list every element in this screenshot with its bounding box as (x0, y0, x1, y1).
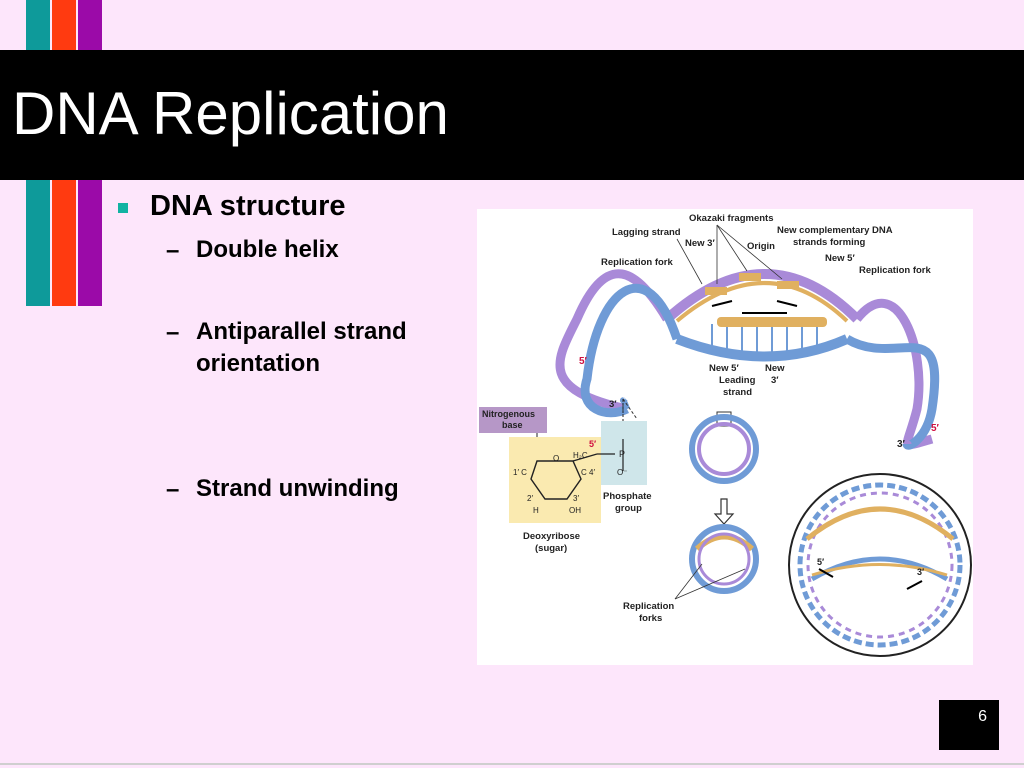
label-new3-top: New 3′ (685, 238, 715, 249)
outer-helix-ring-2 (806, 491, 954, 639)
sub-bullet-strand-unwinding: Strand unwinding (196, 475, 399, 502)
label-replication-fork-right: Replication fork (859, 265, 932, 276)
label-deoxyribose-2: (sugar) (535, 543, 567, 554)
okazaki-fragment-3 (777, 281, 799, 289)
decor-stripe-red-bottom (52, 180, 76, 306)
label-okazaki: Okazaki fragments (689, 213, 773, 224)
down-arrow-icon (713, 498, 735, 525)
label-5prime-right: 5′ (931, 423, 940, 434)
dna-replication-figure: Okazaki fragments Lagging strand New 3′ … (477, 209, 973, 665)
okazaki-fragment-1 (705, 287, 727, 295)
label-3prime-right: 3′ (897, 439, 906, 450)
dash-1: – (166, 237, 180, 264)
arrow-left (711, 300, 733, 307)
bottom-divider (0, 763, 1024, 765)
label-c1: 1′ C (513, 468, 527, 477)
label-new5-top: New 5′ (825, 253, 855, 264)
label-3prime-top: 3′ (609, 399, 617, 410)
label-leading-2: strand (723, 387, 752, 398)
label-lagging: Lagging strand (612, 227, 681, 238)
inner-helix-top (805, 506, 955, 541)
label-o-ring: O (553, 454, 559, 463)
label-replication-fork-left: Replication fork (601, 257, 674, 268)
bubble-top-strand (663, 269, 861, 323)
label-p: P (619, 449, 625, 459)
sugar-box (509, 437, 601, 523)
label-h: H (533, 506, 539, 515)
plasmid-circle-bottom (689, 524, 759, 594)
bullet-dna-structure: DNA structure (150, 190, 346, 222)
outer-helix-ring (797, 482, 963, 648)
label-o-minus: O⁻ (617, 468, 627, 477)
label-deoxyribose-1: Deoxyribose (523, 531, 580, 542)
plasmid-circle-top-inner (697, 422, 751, 476)
label-origin: Origin (747, 241, 775, 252)
label-h2c: H₂C (573, 451, 588, 460)
label-oh: OH (569, 506, 581, 515)
label-new-complementary-2: strands forming (793, 237, 866, 248)
label-leading-1: Leading (719, 375, 756, 386)
okazaki-fragment-2 (739, 273, 761, 281)
phosphate-box (601, 421, 647, 485)
right-helix-strand-a (853, 298, 934, 449)
nitrogenous-base-label-box (479, 407, 547, 433)
label-new3-mid-2: 3′ (771, 375, 779, 386)
bubble-top-strand-inner (675, 281, 849, 323)
sub-bullet-antiparallel-line2: orientation (196, 350, 320, 377)
bullet-square-icon (118, 203, 128, 213)
plasmid-circle-top (689, 414, 759, 484)
label-phosphate-2: group (615, 503, 642, 514)
sub-bullet-antiparallel-line1: Antiparallel strand (196, 318, 407, 345)
title-bar (0, 50, 1024, 180)
label-c4: C 4′ (581, 468, 595, 477)
decor-stripe-teal-bottom (26, 180, 50, 306)
arrow-right (776, 300, 798, 307)
dna-replication-diagram: Okazaki fragments Lagging strand New 3′ … (479, 213, 972, 657)
left-helix-strand-b (580, 283, 682, 418)
label-new3-mid-1: New (765, 363, 785, 374)
leading-strand-bar (717, 317, 827, 327)
bubble-bottom-strand (675, 334, 850, 362)
dash-3: – (166, 476, 180, 503)
page-number: 6 (978, 708, 987, 725)
label-5prime-circle: 5′ (817, 557, 824, 567)
inner-helix-bottom-2 (811, 563, 948, 577)
label-nitrogenous-1: Nitrogenous (482, 409, 535, 419)
dash-2: – (166, 319, 180, 346)
right-helix-strand-b (844, 335, 940, 450)
sub-bullet-double-helix: Double helix (196, 236, 339, 263)
decor-stripe-teal-top (26, 0, 50, 50)
label-new5-mid: New 5′ (709, 363, 739, 374)
label-new-complementary-1: New complementary DNA (777, 225, 893, 236)
decor-stripe-purple-bottom (78, 180, 102, 306)
label-c2: 2′ (527, 494, 533, 503)
label-c3: 3′ (573, 494, 579, 503)
slide-title: DNA Replication (12, 80, 449, 147)
page-number-box: 6 (939, 700, 999, 750)
label-nitrogenous-2: base (502, 420, 523, 430)
bubble-rungs (711, 324, 818, 359)
left-helix-strand-a (555, 269, 671, 414)
label-replication-forks-2: forks (639, 613, 662, 624)
label-replication-forks-1: Replication (623, 601, 674, 612)
decor-stripe-red-top (52, 0, 76, 50)
decor-stripe-purple-top (78, 0, 102, 50)
label-5prime-left: 5′ (579, 356, 588, 367)
label-phosphate-1: Phosphate (603, 491, 652, 502)
label-3prime-circle: 3′ (917, 567, 924, 577)
label-5prime-sugar: 5′ (589, 439, 596, 449)
